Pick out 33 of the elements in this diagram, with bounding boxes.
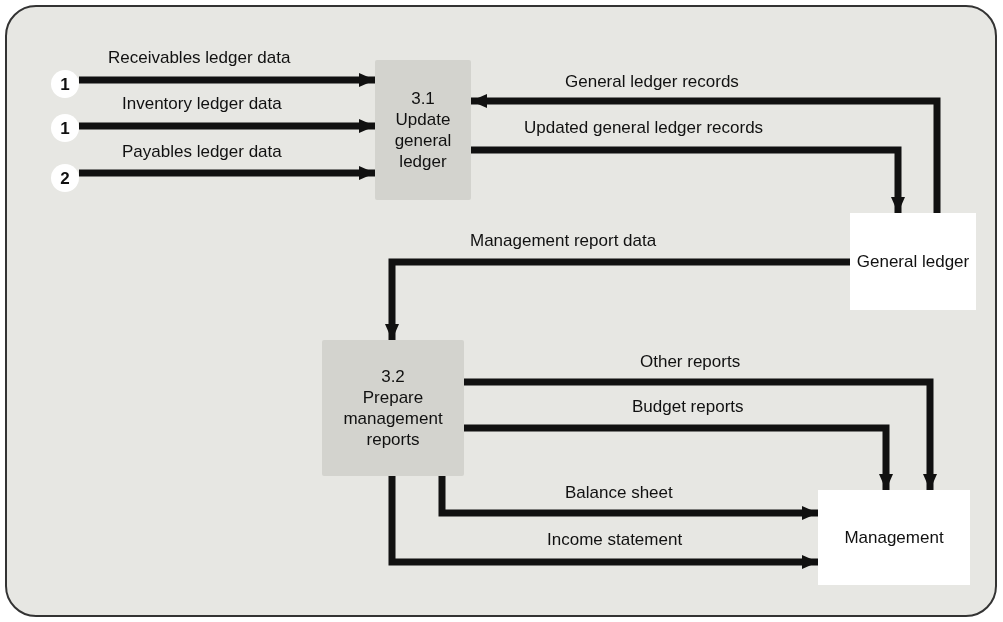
process-box bbox=[322, 340, 464, 476]
arrow bbox=[471, 94, 941, 213]
arrow bbox=[388, 476, 818, 569]
edge-label: Receivables ledger data bbox=[108, 48, 291, 68]
edge-label: Updated general ledger records bbox=[524, 118, 764, 138]
edge-label: General ledger records bbox=[565, 72, 739, 92]
edge-label: Budget reports bbox=[632, 397, 744, 417]
process-number: 3.2 bbox=[381, 366, 405, 387]
process-box bbox=[375, 60, 471, 200]
edge-label: Balance sheet bbox=[565, 483, 673, 503]
edge-label: Inventory ledger data bbox=[122, 94, 282, 114]
arrow bbox=[464, 378, 937, 490]
node-label: 1 bbox=[60, 73, 70, 95]
arrow bbox=[438, 476, 818, 520]
node-label: Update general ledger bbox=[393, 109, 453, 172]
node-label: General ledger bbox=[856, 251, 970, 272]
node-label: 2 bbox=[60, 167, 70, 189]
arrow bbox=[464, 424, 893, 490]
edge-label: Management report data bbox=[470, 231, 657, 251]
arrow bbox=[385, 258, 850, 340]
entity-box bbox=[850, 213, 976, 310]
arrow bbox=[79, 119, 375, 133]
node-label: Prepare management reports bbox=[342, 387, 444, 450]
arrow bbox=[79, 73, 375, 87]
entity-box bbox=[818, 490, 970, 585]
edge-label: Income statement bbox=[547, 530, 683, 550]
edge-label: Other reports bbox=[640, 352, 741, 372]
node-label: Management bbox=[844, 527, 944, 548]
arrow bbox=[79, 166, 375, 180]
edge-label: Payables ledger data bbox=[122, 142, 282, 162]
node-label: 1 bbox=[60, 117, 70, 139]
arrow bbox=[471, 146, 905, 213]
process-number: 3.1 bbox=[411, 88, 435, 109]
